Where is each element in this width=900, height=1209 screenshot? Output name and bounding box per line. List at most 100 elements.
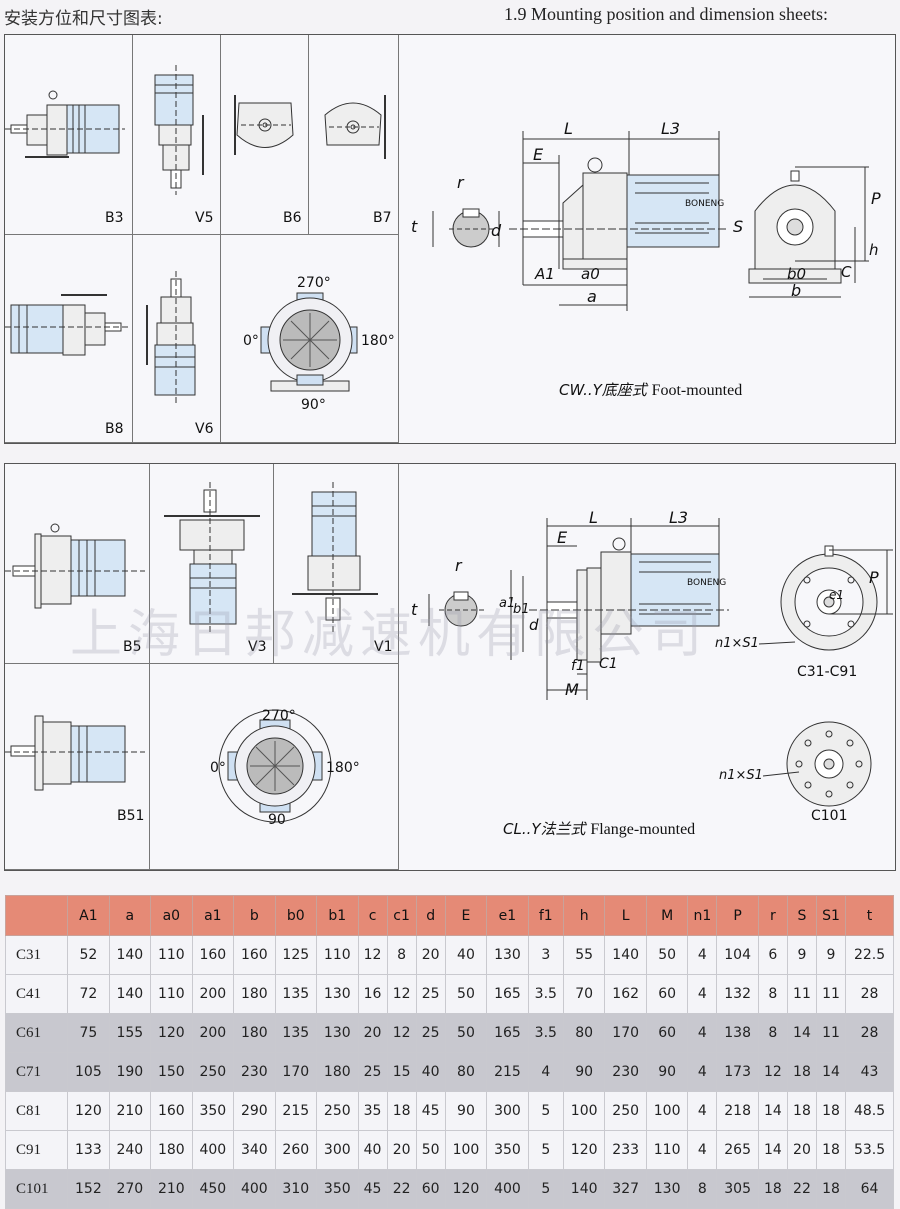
- table-cell: 340: [233, 1130, 276, 1170]
- table-header-cell: b: [233, 895, 276, 936]
- table-cell: 25: [415, 974, 446, 1014]
- table-cell: 105: [67, 1052, 110, 1092]
- table-cell: 130: [486, 935, 529, 975]
- table-model-cell: C101: [4, 1169, 69, 1209]
- foot-mounted-panel: B3 V5 B6: [4, 34, 896, 444]
- table-model-cell: C71: [4, 1052, 69, 1092]
- table-cell: 60: [645, 974, 689, 1014]
- gearmotor-drawing-v1: [292, 482, 378, 634]
- table-cell: 9: [815, 935, 847, 975]
- gearmotor-drawing-v6: [146, 271, 196, 405]
- table-cell: 3.5: [527, 1013, 564, 1053]
- table-cell: 8: [757, 1013, 788, 1053]
- gearmotor-drawing-b51: [5, 715, 145, 791]
- gearmotor-drawing-b3: [5, 90, 125, 158]
- table-cell: 18: [386, 1091, 417, 1131]
- table-cell: 80: [562, 1013, 606, 1053]
- table-cell: 305: [716, 1169, 759, 1209]
- angle-180-label: 180°: [361, 333, 395, 349]
- table-cell: 210: [150, 1169, 193, 1209]
- dim-f1-flange: f1: [571, 658, 585, 674]
- table-cell: 18: [757, 1169, 788, 1209]
- table-header-cell: t: [845, 895, 894, 936]
- dim-l-flange: L: [589, 508, 598, 527]
- position-label-b6: B6: [283, 210, 302, 226]
- gearmotor-drawing-v5: [154, 65, 204, 195]
- table-cell: 160: [150, 1091, 193, 1131]
- table-model-cell: C31: [4, 935, 69, 975]
- table-header-cell: n1: [687, 895, 718, 936]
- table-cell: 135: [274, 974, 318, 1014]
- table-cell: 5: [527, 1169, 564, 1209]
- table-cell: 173: [716, 1052, 759, 1092]
- mount-cell-b6: B6: [221, 35, 309, 235]
- table-cell: 5: [527, 1091, 564, 1131]
- dim-d-flange: d: [529, 616, 539, 634]
- mount-cell-v6: V6: [133, 235, 221, 443]
- table-cell: 250: [316, 1091, 359, 1131]
- table-cell: 20: [786, 1130, 817, 1170]
- dim-t-foot: t: [411, 217, 418, 236]
- mount-cell-b51: B51: [5, 664, 150, 870]
- table-cell: 8: [386, 935, 417, 975]
- table-cell: 350: [191, 1091, 235, 1131]
- table-cell: 135: [274, 1013, 318, 1053]
- dim-a-foot: a: [587, 287, 597, 306]
- table-cell: 104: [716, 935, 759, 975]
- table-cell: 140: [108, 974, 152, 1014]
- table-model-cell: C61: [4, 1013, 69, 1053]
- position-label-b51: B51: [117, 808, 145, 824]
- flange-label-c31-c91: C31-C91: [797, 664, 858, 680]
- table-cell: 50: [415, 1130, 446, 1170]
- dim-t-flange: t: [411, 600, 418, 619]
- table-cell: 4: [527, 1052, 564, 1092]
- dim-n1s1-flange-b: n1×S1: [719, 768, 763, 783]
- foot-caption: CW..Y底座式 Foot-mounted: [559, 379, 742, 400]
- dim-b0-foot: b0: [787, 265, 807, 283]
- table-cell: 4: [687, 974, 718, 1014]
- dim-e1-flange: e1: [829, 588, 845, 602]
- table-cell: 43: [845, 1052, 894, 1092]
- table-cell: 20: [415, 935, 446, 975]
- table-cell: 45: [357, 1169, 388, 1209]
- table-cell: 110: [150, 974, 193, 1014]
- table-cell: 75: [67, 1013, 110, 1053]
- table-cell: 16: [357, 974, 388, 1014]
- gearmotor-drawing-b7: [324, 95, 386, 159]
- table-cell: 300: [316, 1130, 359, 1170]
- table-cell: 14: [815, 1052, 847, 1092]
- table-cell: 60: [645, 1013, 689, 1053]
- table-cell: 130: [316, 1013, 359, 1053]
- gearmotor-drawing-b5: [5, 523, 145, 609]
- table-header-cell: a: [108, 895, 152, 936]
- gearmotor-drawing-b8: [5, 294, 129, 356]
- table-cell: 200: [191, 974, 235, 1014]
- table-cell: 3.5: [527, 974, 564, 1014]
- table-cell: 18: [815, 1091, 847, 1131]
- table-cell: 8: [687, 1169, 718, 1209]
- foot-caption-en: Foot-mounted: [651, 382, 743, 399]
- table-cell: 130: [316, 974, 359, 1014]
- table-cell: 130: [645, 1169, 689, 1209]
- dim-a0-foot: a0: [581, 265, 600, 283]
- table-cell: 200: [191, 1013, 235, 1053]
- table-cell: 140: [562, 1169, 606, 1209]
- table-cell: 22.5: [845, 935, 894, 975]
- table-cell: 80: [444, 1052, 488, 1092]
- table-cell: 14: [757, 1091, 788, 1131]
- table-cell: 110: [150, 935, 193, 975]
- dim-a1-flange: a1: [499, 596, 516, 611]
- dim-d-foot: d: [491, 221, 502, 240]
- table-cell: 290: [233, 1091, 276, 1131]
- table-cell: 18: [786, 1052, 817, 1092]
- table-cell: 215: [274, 1091, 318, 1131]
- table-cell: 165: [486, 974, 529, 1014]
- dim-s-foot: S: [733, 217, 744, 236]
- table-cell: 350: [316, 1169, 359, 1209]
- position-label-v1: V1: [374, 639, 393, 655]
- table-cell: 180: [150, 1130, 193, 1170]
- position-label-b8: B8: [105, 421, 124, 437]
